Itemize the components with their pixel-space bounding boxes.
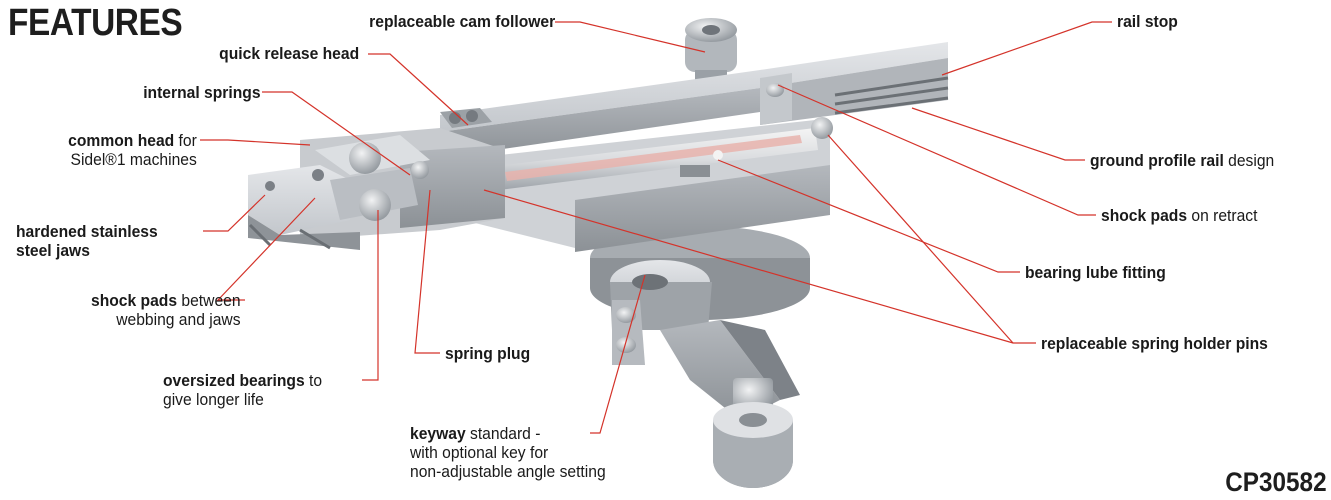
label-spring-pins: replaceable spring holder pins [1041,334,1268,353]
label-common-head-rest: for [174,131,197,150]
label-shock-retract-rest: on retract [1187,206,1258,225]
leader-oversized-bearings [362,210,379,381]
label-common-head-bold: common head [68,131,175,150]
label-cam-follower: replaceable cam follower [369,12,555,31]
label-oversized-bearings: oversized bearings to give longer life [163,371,322,409]
leader-cam-follower [555,21,706,53]
label-bearing-lube: bearing lube fitting [1025,263,1166,282]
part-number: CP30582 [1225,467,1327,497]
label-internal-springs: internal springs [144,83,261,102]
mount-base [590,226,810,488]
label-oversized-bearings-rest: to [304,371,323,390]
leader-bearing-lube [717,159,1020,273]
leader-shock-retract [777,84,1096,216]
label-keyway: keyway standard - with optional key for … [410,424,606,481]
leader-ground-rail [911,107,1085,161]
label-hardened-jaws-line2: steel jaws [16,241,90,260]
label-ground-rail: ground profile rail design [1090,151,1274,170]
leader-quick-release [368,53,469,126]
rail-arm [440,42,949,158]
label-spring-pins-bold: replaceable spring holder pins [1041,334,1268,353]
leader-internal-springs [262,91,411,176]
label-ground-rail-rest: design [1223,151,1275,170]
label-oversized-bearings-bold: oversized bearings [163,371,305,390]
label-shock-webbing-line2: webbing and jaws [116,310,241,329]
label-shock-webbing: shock pads between webbing and jaws [91,291,241,329]
label-common-head-line2: Sidel®1 machines [70,150,197,169]
label-rail-stop: rail stop [1117,12,1178,31]
label-quick-release-bold: quick release head [219,44,359,63]
gripper-head [248,108,505,250]
label-keyway-line3: non-adjustable angle setting [410,462,606,481]
page-title: FEATURES [8,2,183,44]
leader-lines [200,21,1112,434]
label-quick-release: quick release head [219,44,359,63]
spring-assembly [455,117,833,252]
label-keyway-line2: with optional key for [410,443,549,462]
label-keyway-rest: standard - [465,424,541,443]
label-internal-springs-bold: internal springs [143,83,261,102]
label-rail-stop-bold: rail stop [1117,12,1178,31]
leader-spring-plug [414,189,440,354]
leader-hardened-jaws [203,194,266,232]
label-shock-webbing-rest: between [177,291,241,310]
label-shock-retract-bold: shock pads [1101,206,1188,225]
label-shock-retract: shock pads on retract [1101,206,1257,225]
label-bearing-lube-bold: bearing lube fitting [1025,263,1166,282]
leader-spring-pins-b [827,134,1014,344]
label-ground-rail-bold: ground profile rail [1090,151,1224,170]
leader-common-head [200,139,311,146]
label-spring-plug-bold: spring plug [445,344,531,363]
leader-rail-stop [941,21,1112,76]
label-cam-follower-bold: replaceable cam follower [368,12,555,31]
label-oversized-bearings-line2: give longer life [163,390,264,409]
label-keyway-bold: keyway [410,424,466,443]
label-spring-plug: spring plug [445,344,530,363]
leader-keyway [590,274,646,434]
label-shock-webbing-bold: shock pads [91,291,178,310]
label-hardened-jaws-bold: hardened stainless [16,222,158,241]
label-common-head: common head for Sidel®1 machines [68,131,197,169]
leader-shock-webbing [216,197,316,301]
label-hardened-jaws: hardened stainless steel jaws [16,222,158,260]
